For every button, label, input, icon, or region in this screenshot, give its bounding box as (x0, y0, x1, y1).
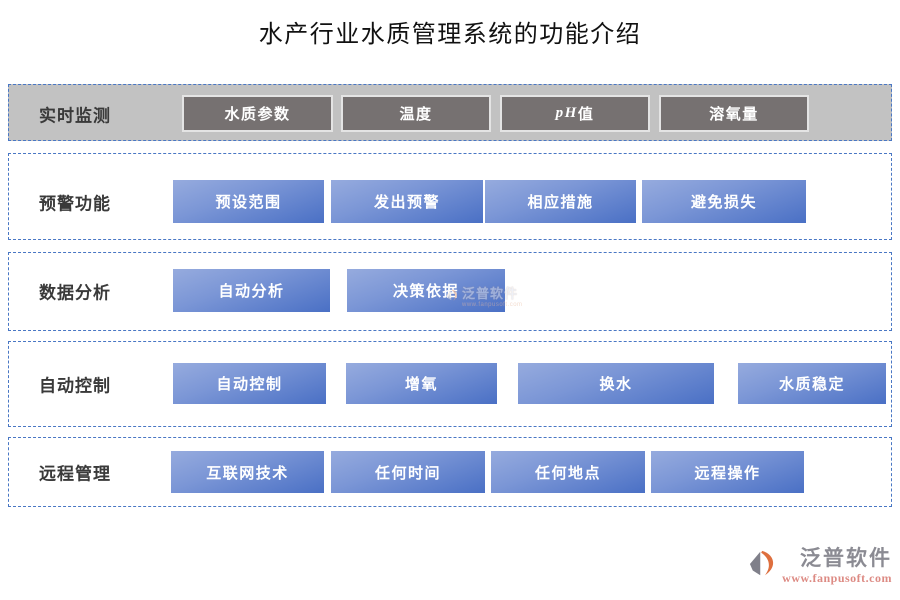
feature-block: 相应措施 (485, 180, 636, 223)
page-title: 水产行业水质管理系统的功能介绍 (258, 22, 642, 48)
feature-block: 自动分析 (173, 269, 330, 312)
feature-row-3: 自动控制自动控制增氧换水水质稳定 (8, 341, 892, 427)
row-label: 实时监测 (39, 106, 111, 125)
feature-block: 互联网技术 (171, 451, 324, 493)
row-label: 数据分析 (39, 283, 111, 302)
brand-name: 泛普软件 (800, 547, 892, 570)
feature-block: 换水 (518, 363, 714, 404)
feature-block: 避免损失 (642, 180, 806, 223)
feature-block: 预设范围 (173, 180, 324, 223)
feature-block: 温度 (341, 95, 491, 132)
row-label: 预警功能 (39, 194, 111, 213)
feature-block: 水质稳定 (738, 363, 886, 404)
feature-block: 任何时间 (331, 451, 485, 493)
feature-block: 发出预警 (331, 180, 483, 223)
feature-block: 增氧 (346, 363, 497, 404)
feature-block: 远程操作 (651, 451, 804, 493)
row-label: 自动控制 (39, 376, 111, 395)
row-label: 远程管理 (39, 464, 111, 484)
brand-url[interactable]: www.fanpusoft.com (782, 571, 892, 585)
brand-logo[interactable]: 泛普软件 www.fanpusoft.com (749, 547, 892, 586)
brand-logo-icon (750, 550, 774, 576)
feature-row-2: 数据分析 自动分析决策依据 (8, 252, 892, 331)
feature-block: 任何地点 (491, 451, 645, 493)
feature-row-1: 预警功能 预设范围发出预警相应措施避免损失 (8, 153, 892, 240)
feature-block: 自动控制 (173, 363, 326, 404)
feature-block: 水质参数 (182, 95, 333, 132)
feature-block: 决策依据 (347, 269, 505, 312)
feature-block: 溶氧量 (659, 95, 809, 132)
feature-row-4: 远程管理 互联网技术任何时间任何地点远程操作 (8, 437, 892, 507)
